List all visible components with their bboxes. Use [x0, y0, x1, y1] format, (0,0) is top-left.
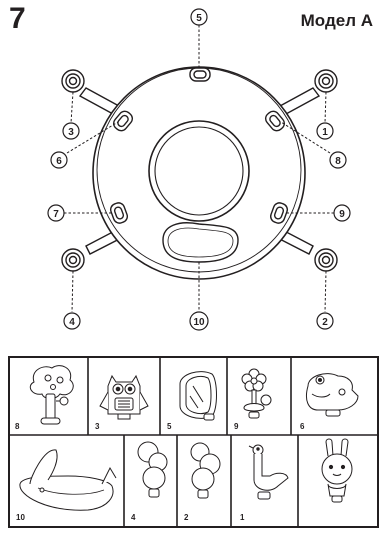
callout-6: 6 — [56, 156, 62, 167]
callout-1: 1 — [322, 127, 328, 138]
part-5-mirror-toy — [180, 372, 217, 420]
activity-ring — [93, 67, 305, 279]
callout-3: 3 — [68, 127, 74, 138]
part-10-tray — [20, 450, 116, 510]
callout-5: 5 — [196, 13, 202, 24]
part-label-8: 8 — [15, 422, 20, 431]
callout-4: 4 — [69, 317, 75, 328]
part-1-bird-toy — [249, 445, 288, 499]
part-3-owl-toy — [100, 376, 148, 419]
callout-9: 9 — [339, 209, 345, 220]
part-label-5: 5 — [167, 422, 172, 431]
assembly-diagram: 5 3 1 6 8 7 9 4 10 2 — [0, 0, 385, 350]
part-label-1: 1 — [240, 513, 245, 522]
part-label-9: 9 — [234, 422, 239, 431]
part-2-ball-stack — [191, 443, 220, 498]
part-9-flower-toy — [242, 369, 271, 418]
part-6-frog-toy — [306, 374, 358, 416]
part-label-10: 10 — [16, 513, 25, 522]
part-4-ball-stack — [138, 442, 167, 497]
part-label-2: 2 — [184, 513, 189, 522]
part-label-6: 6 — [300, 422, 305, 431]
part-8-tree-toy — [30, 366, 73, 424]
callout-2: 2 — [322, 317, 328, 328]
part-label-4: 4 — [131, 513, 136, 522]
part-label-3: 3 — [95, 422, 100, 431]
bunny-toy — [322, 439, 352, 502]
slot-5 — [190, 68, 210, 81]
callout-8: 8 — [335, 156, 341, 167]
parts-table: 8 3 5 — [8, 356, 379, 528]
callout-7: 7 — [53, 209, 59, 220]
callout-10: 10 — [193, 317, 205, 328]
